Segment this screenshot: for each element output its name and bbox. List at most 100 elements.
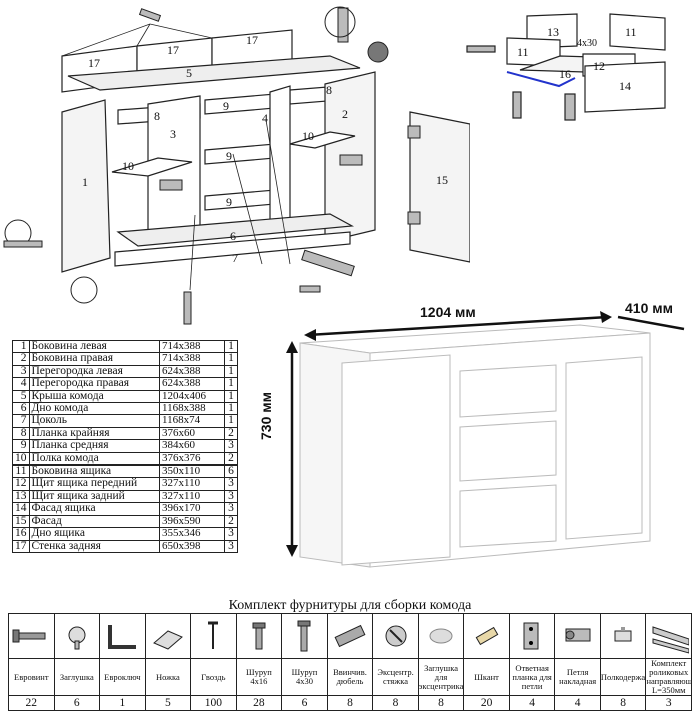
- parts-cell-size: 714x388: [159, 352, 225, 366]
- part-label: 8: [326, 83, 332, 97]
- hardware-item-qty: 6: [281, 695, 328, 711]
- width-dimension-label: 1204 мм: [420, 304, 476, 320]
- parts-cell-size: 327x110: [159, 477, 225, 491]
- parts-cell-name: Щит ящика передний: [28, 477, 160, 491]
- eurobolt-icon: [3, 240, 43, 248]
- parts-cell-qty: 3: [224, 539, 238, 553]
- parts-cell-name: Планка крайняя: [28, 426, 160, 441]
- nail-icon: [190, 613, 237, 659]
- hardware-item-qty: 4: [554, 695, 601, 711]
- cam-bolt-icon: [337, 7, 349, 43]
- hardware-item-qty: 5: [144, 695, 192, 711]
- part-label: 16: [559, 67, 571, 81]
- drawer-slide-icon: [645, 613, 692, 659]
- part-label: 2: [342, 107, 348, 121]
- part-label: 17: [88, 56, 100, 70]
- wood-dowel-icon: [463, 613, 510, 659]
- parts-cell-n: 7: [12, 414, 30, 428]
- parts-cell-name: Цоколь: [28, 414, 160, 428]
- cabinet-exploded-view: 17 17 17 5 8 9 8 3 4 2 10 10 1 9 9 6 7 1…: [3, 6, 470, 325]
- parts-cell-size: 1204x406: [159, 389, 225, 404]
- part-label: 14: [619, 79, 631, 93]
- parts-cell-qty: 2: [224, 426, 238, 441]
- hardware-item-name: Ответная планка для петли: [508, 658, 556, 696]
- parts-cell-name: Фасад ящика: [28, 502, 160, 516]
- shelf-right: [289, 131, 356, 149]
- part-label: 9: [223, 99, 229, 113]
- part-label: 3: [170, 127, 176, 141]
- parts-cell-name: Перегородка правая: [28, 377, 160, 391]
- parts-cell-n: 12: [12, 477, 30, 491]
- parts-cell-name: Боковина левая: [28, 339, 160, 354]
- parts-cell-qty: 3: [224, 477, 238, 491]
- part-label: 11: [517, 45, 529, 59]
- dresser-drawer-1: [459, 364, 557, 418]
- shelf-pin-icon: [159, 179, 183, 191]
- screw-icon: [235, 613, 283, 659]
- part-label: 11: [625, 25, 637, 39]
- hardware-item-qty: 100: [190, 695, 237, 711]
- screw-icon: [564, 93, 576, 121]
- hardware-item-name: Шуруп 4x30: [281, 658, 328, 696]
- screw-icon: [183, 291, 192, 325]
- dresser-door-right: [565, 356, 643, 540]
- parts-cell-qty: 1: [224, 377, 238, 391]
- parts-cell-n: 4: [12, 377, 30, 391]
- cam-cap-icon: [417, 613, 465, 659]
- parts-cell-n: 2: [12, 352, 30, 366]
- parts-cell-name: Полка комода: [28, 451, 160, 466]
- depth-dimension-line: [617, 315, 685, 331]
- hardware-item-qty: 8: [326, 695, 374, 711]
- top-panel: [67, 55, 361, 91]
- shelf-left: [111, 157, 193, 177]
- cam-lock-icon: [367, 41, 389, 63]
- dresser-drawer-3: [459, 484, 557, 548]
- part-label: 6: [230, 229, 236, 243]
- part-label: 10: [302, 129, 314, 143]
- detail-circle-icon: [324, 6, 356, 38]
- part-label: 17: [246, 33, 258, 47]
- hardware-item-name: Шуруп 4x16: [235, 658, 283, 696]
- dowel-icon: [326, 613, 374, 659]
- part-label: 15: [436, 173, 448, 187]
- hardware-item-qty: 22: [8, 695, 55, 711]
- eurobolt-icon: [8, 613, 55, 659]
- parts-cell-size: 396x170: [159, 502, 225, 516]
- parts-cell-size: 1168x74: [159, 414, 225, 428]
- part-label: 1: [82, 175, 88, 189]
- rail-middle-2: [204, 143, 276, 165]
- part-label: 9: [226, 149, 232, 163]
- hardware-item-name: Шкант: [463, 658, 510, 696]
- rail-middle-3: [204, 189, 276, 211]
- hardware-item-qty: 20: [463, 695, 510, 711]
- screw-long-icon: [512, 91, 522, 119]
- side-left: [61, 99, 111, 273]
- parts-cell-name: Щит ящика задний: [28, 489, 160, 504]
- parts-cell-name: Крыша комода: [28, 389, 160, 404]
- parts-cell-name: Дно комода: [28, 402, 160, 416]
- parts-cell-size: 384x60: [159, 439, 225, 453]
- part-label: 9: [226, 195, 232, 209]
- parts-cell-qty: 3: [224, 527, 238, 541]
- drawer-facade: [584, 61, 666, 113]
- cap-icon: [53, 613, 101, 659]
- hardware-item-name: Комплект роликовых направляющих L=350мм: [645, 658, 692, 696]
- parts-cell-qty: 1: [224, 352, 238, 366]
- screw-icon: [299, 285, 321, 293]
- assembled-dresser: [286, 311, 685, 568]
- parts-cell-n: 9: [12, 439, 30, 453]
- parts-cell-n: 8: [12, 426, 30, 441]
- shelf-pin-icon: [599, 613, 647, 659]
- width-dimension-line: [307, 315, 609, 337]
- hardware-item-qty: 4: [508, 695, 556, 711]
- bottom-panel: [116, 213, 355, 247]
- parts-cell-name: Фасад: [28, 514, 160, 529]
- dresser-drawer-2: [459, 420, 557, 482]
- parts-cell-size: 624x388: [159, 377, 225, 391]
